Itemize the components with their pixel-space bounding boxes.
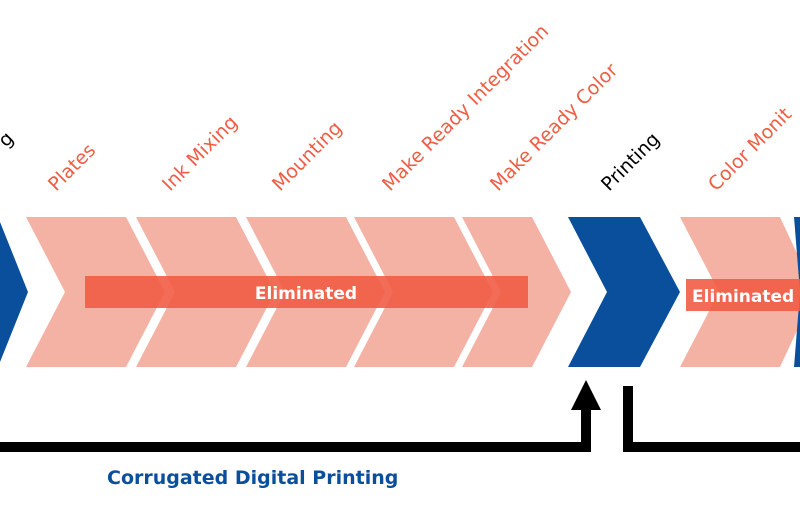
step-label-printing: Printing [597,128,664,195]
eliminated-bar-main [85,276,528,308]
eliminated-label-right: Eliminated [692,287,794,307]
chevron-edge-right [794,217,800,367]
feedback-line-right [623,386,800,452]
step-label-plates: Plates [44,139,100,195]
step-label-color-monitoring: Color Monit [704,103,796,195]
step-label-ink-mixing: Ink Mixing [158,111,242,195]
chevron-step-printing [568,217,680,367]
diagram-caption: Corrugated Digital Printing [107,467,398,489]
feedback-line-left [0,405,591,452]
eliminated-label-main: Eliminated [255,284,357,304]
eliminated-bar-right [686,279,800,311]
step-label-g: g [0,127,18,151]
step-label-mounting: Mounting [268,117,346,195]
up-arrow-icon [571,380,601,410]
chevron-step-g [0,222,28,362]
